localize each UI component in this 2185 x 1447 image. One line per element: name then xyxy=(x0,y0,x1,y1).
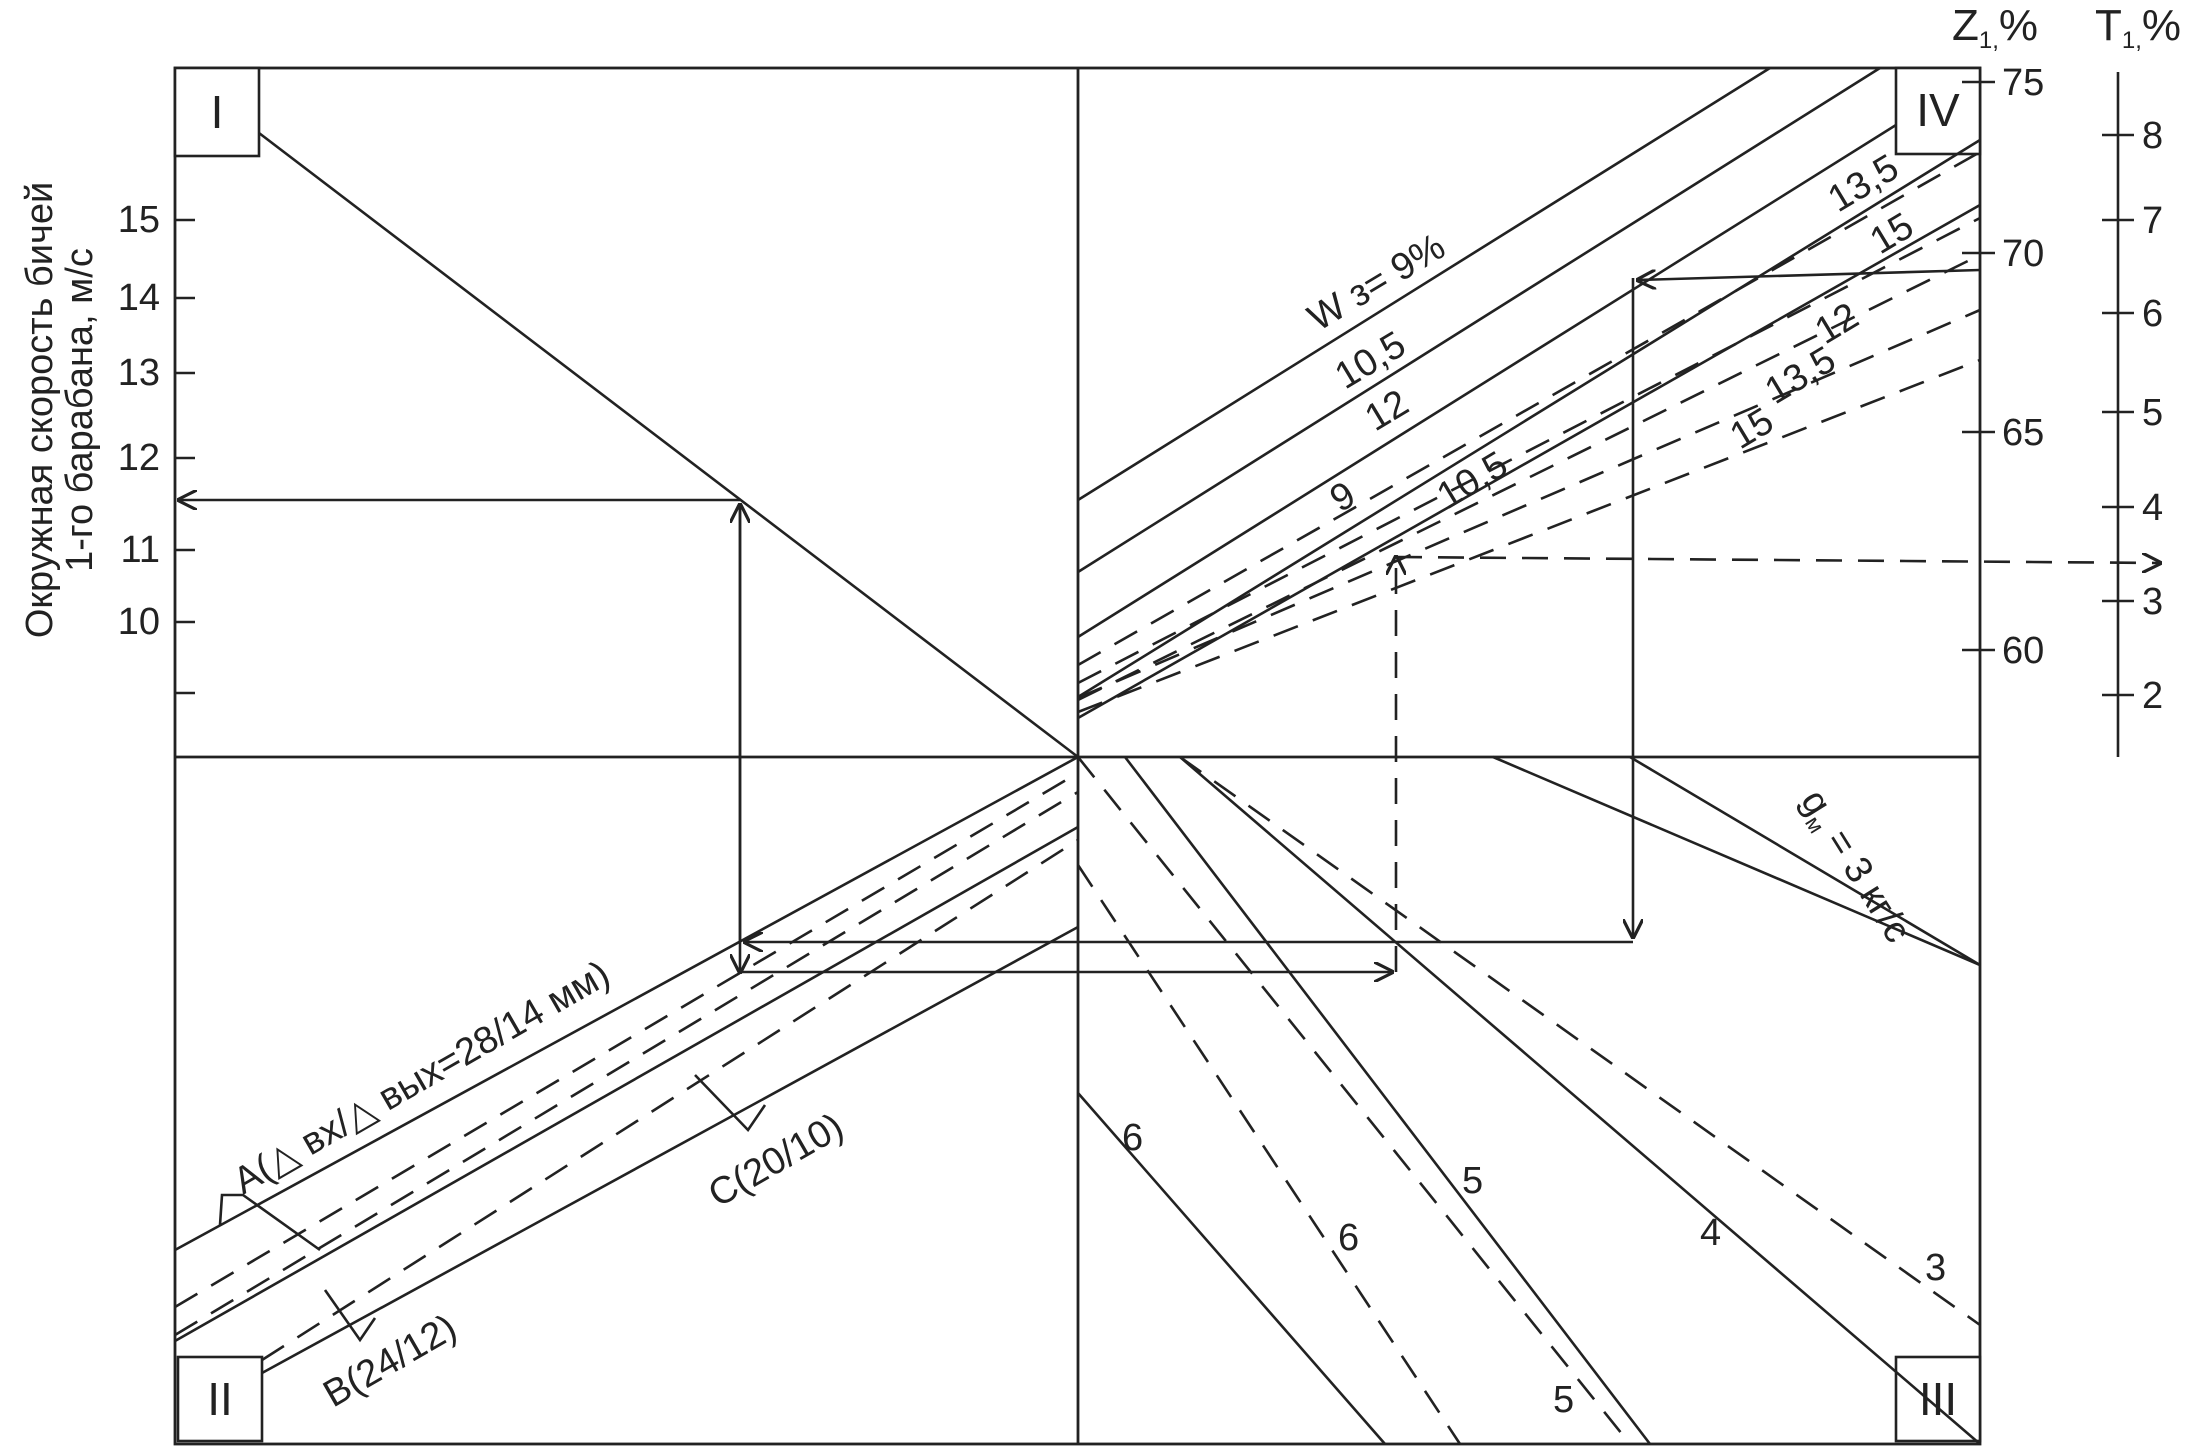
svg-text:II: II xyxy=(207,1373,233,1425)
label-solid-5: 5 xyxy=(1462,1160,1483,1202)
quadrant4-solid-lines xyxy=(1077,66,1981,720)
quadrant-label-iv: IV xyxy=(1894,66,1982,156)
z-tick-75: 75 xyxy=(2002,62,2044,104)
t-tick-7: 7 xyxy=(2142,200,2163,242)
construction-path-solid xyxy=(179,268,1981,972)
svg-text:IV: IV xyxy=(1916,84,1960,136)
quadrant-label-ii: II xyxy=(176,1355,264,1443)
label-dashed-9: 9 xyxy=(1323,474,1363,521)
quadrant-label-i: I xyxy=(173,66,261,158)
svg-text:III: III xyxy=(1919,1373,1957,1425)
construction-path-dashed xyxy=(1396,557,2160,972)
z-tick-60: 60 xyxy=(2002,630,2044,672)
t-tick-3: 3 xyxy=(2142,581,2163,623)
t-tick-2: 2 xyxy=(2142,675,2163,717)
quadrant4-dashed-lines xyxy=(1077,150,1981,714)
quadrant4-labels: W з= 9% 10,5 12 13,5 15 9 10,5 12 13,5 1… xyxy=(1301,147,1921,521)
quadrant-label-iii: III xyxy=(1894,1355,1982,1443)
t-tick-5: 5 xyxy=(2142,392,2163,434)
t-tick-4: 4 xyxy=(2142,487,2163,529)
left-axis-label-line1: Окружная скорость бичей xyxy=(19,182,61,638)
quadrant2-dashed-lines xyxy=(174,771,1079,1362)
left-axis: Окружная скорость бичей 1-го барабана, м… xyxy=(19,182,195,695)
t-tick-6: 6 xyxy=(2142,293,2163,335)
t-axis: T1,% 8 7 6 5 4 3 2 xyxy=(2095,1,2181,757)
left-axis-label-line2: 1-го барабана, м/с xyxy=(59,248,101,572)
left-tick-12: 12 xyxy=(118,437,160,479)
left-tick-10: 10 xyxy=(118,601,160,643)
quadrant2-labels: A(△ вх/△ вых=28/14 мм) B(24/12) C(20/10) xyxy=(218,953,851,1416)
z-tick-65: 65 xyxy=(2002,412,2044,454)
label-dashed-6: 6 xyxy=(1338,1217,1359,1259)
label-dashed-15: 15 xyxy=(1723,400,1781,458)
label-w-9: W з= 9% xyxy=(1301,226,1453,340)
label-gm-3: gм = 3 кг/с xyxy=(1789,783,1919,953)
quadrant3-dashed-lines xyxy=(1076,755,1981,1445)
left-tick-15: 15 xyxy=(118,199,160,241)
quadrant3-solid-lines xyxy=(1077,755,1981,1445)
label-solid-3: 3 xyxy=(1925,1247,1946,1289)
label-dashed-4: 4 xyxy=(1700,1212,1721,1254)
t-tick-8: 8 xyxy=(2142,115,2163,157)
label-a: A(△ вх/△ вых=28/14 мм) xyxy=(227,953,617,1203)
left-tick-11: 11 xyxy=(121,529,160,571)
t-axis-title: T1,% xyxy=(2095,1,2181,54)
quadrant1-line xyxy=(258,131,1079,759)
label-b: B(24/12) xyxy=(317,1307,464,1416)
label-solid-6: 6 xyxy=(1122,1117,1143,1159)
quadrant2-solid-lines xyxy=(174,755,1079,1375)
left-tick-14: 14 xyxy=(118,277,160,319)
z-tick-70: 70 xyxy=(2002,233,2044,275)
svg-text:I: I xyxy=(211,86,224,138)
z-axis-title: Z1,% xyxy=(1952,1,2038,54)
label-dashed-5: 5 xyxy=(1553,1379,1574,1421)
z-axis: Z1,% 75 70 65 60 xyxy=(1952,1,2044,672)
left-tick-13: 13 xyxy=(118,352,160,394)
